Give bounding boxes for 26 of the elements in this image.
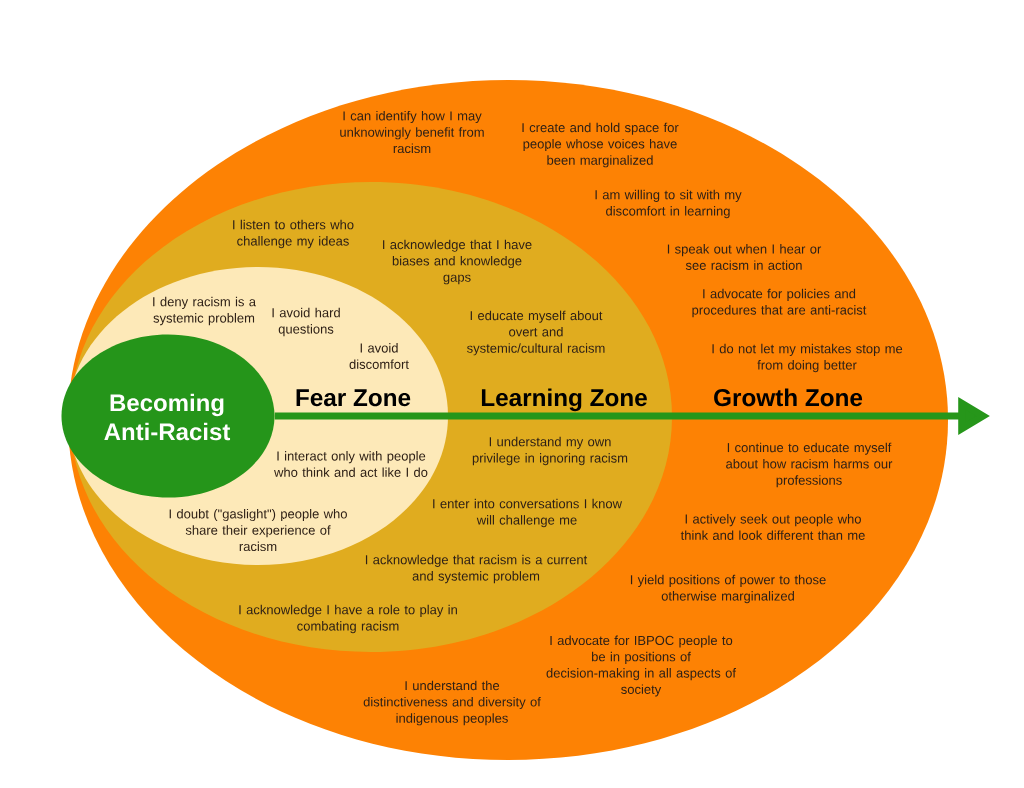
statement-text: I understand the distinctiveness and diversity of indigenous peoples: [363, 680, 541, 726]
statement-text: I doubt ("gaslight") people who share their experience of racism: [169, 508, 347, 552]
statement-text: I continue to educate myself about how racism harms our professions: [726, 442, 893, 488]
statement-text: I yield positions of power to those otherwise marginalized: [630, 574, 826, 604]
zone-heading: Fear Zone: [296, 389, 411, 407]
statement-text: I advocate for IBPOC people to be in positions of decision-making in all aspects of society: [546, 635, 736, 697]
statement-text: I acknowledge that I have biases and knowledge gaps: [383, 239, 532, 285]
zone-heading: Learning Zone: [481, 388, 647, 412]
statement-text: I deny racism is a systemic problem: [153, 296, 256, 326]
statement-text: I listen to others who challenge my ideas: [233, 219, 354, 249]
statement-text: I avoid discomfort: [349, 343, 409, 369]
statement-text: I advocate for policies and procedures that are anti-racist: [692, 288, 867, 318]
statement-text: I speak out when I hear or see racism in action: [667, 244, 822, 270]
zone-heading: Growth Zone: [714, 388, 863, 407]
statement-text: I understand my own privilege in ignoring racism: [472, 436, 628, 466]
statement-text: I do not let my mistakes stop me from doing better: [712, 343, 903, 373]
statement-text: I acknowledge I have a role to play in combating racism: [239, 604, 457, 634]
statement-text: I interact only with people who think and act like I do: [274, 451, 428, 477]
statement-text: I acknowledge that racism is a current and systemic problem: [365, 554, 588, 584]
statement-text: I create and hold space for people whose voices have been marginalized: [522, 122, 679, 168]
statement-text: I actively seek out people who think and look different than me: [680, 514, 865, 540]
statement-text: I enter into conversations I know will challenge me: [433, 498, 623, 528]
statement-text: I educate myself about overt and systemic/cultural racism: [467, 310, 605, 356]
statement-text: I am willing to sit with my discomfort in learning: [595, 189, 742, 219]
statement-text: I avoid hard questions: [272, 307, 340, 337]
statement-text: I can identify how I may unknowingly benefit from racism: [340, 110, 484, 154]
